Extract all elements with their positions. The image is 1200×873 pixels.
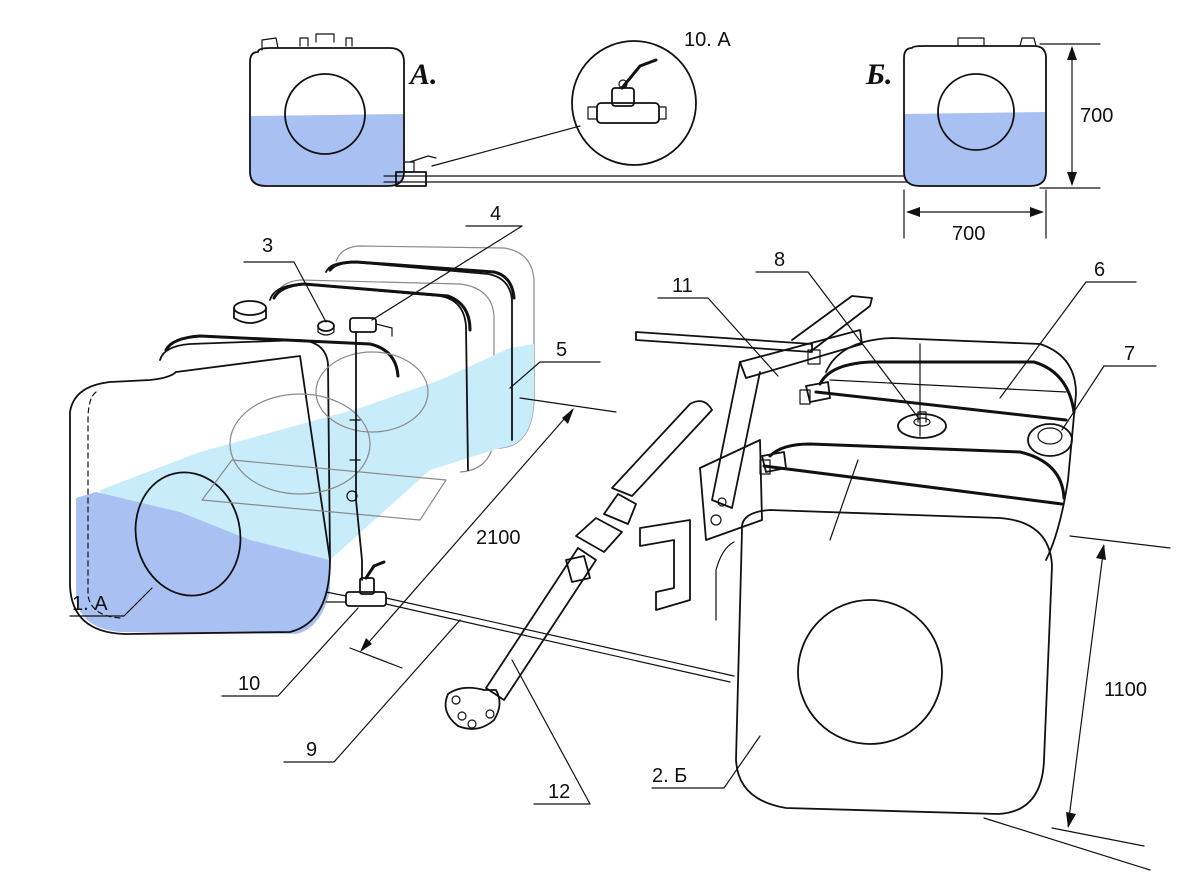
top-schematic: А. 10. А	[249, 29, 1113, 245]
valve-detail-label: 10. А	[684, 29, 731, 51]
tank-b-assembly	[715, 337, 1077, 815]
callout-5: 5	[556, 339, 567, 361]
tank-a-liquid	[76, 492, 330, 634]
callout-3: 3	[262, 235, 273, 257]
callouts: 1. А 2. Б 3 4 5 6 7 8 9 10 11 12	[69, 203, 1157, 805]
callout-12: 12	[548, 781, 570, 803]
dim-height-1100-text: 1100	[1104, 679, 1147, 701]
connecting-pipe-9	[385, 597, 735, 683]
ball-valve-icon	[587, 58, 667, 124]
frame-bracket-11	[635, 295, 873, 611]
dim-length-2100: 2100	[349, 397, 617, 669]
dim-height-1100: 1100	[983, 535, 1171, 871]
tank-a-side-view: А.	[249, 33, 438, 187]
drain-valve-10	[325, 560, 387, 607]
dim-height-700: 700	[1039, 43, 1113, 189]
callout-11: 11	[672, 275, 693, 297]
top-connecting-pipe	[383, 175, 929, 183]
dim-width-text: 700	[952, 223, 985, 245]
callout-2: 2. Б	[652, 765, 687, 787]
tank-b-side-view: Б.	[865, 37, 1047, 187]
dim-width-700: 700	[903, 189, 1047, 245]
callout-6: 6	[1094, 259, 1105, 281]
dim-height-text: 700	[1080, 105, 1113, 127]
callout-8: 8	[774, 249, 785, 271]
callout-10: 10	[238, 673, 260, 695]
tank-a-assembly	[69, 245, 535, 635]
top-pipe-valve	[395, 155, 437, 187]
tank-a-label: А.	[408, 58, 438, 91]
fitting-4-level-sensor	[349, 317, 393, 581]
tank-a-liquid	[250, 114, 404, 186]
filler-cap	[233, 300, 267, 324]
drive-shaft-12	[444, 400, 713, 730]
callout-4: 4	[490, 203, 501, 225]
fitting-8	[897, 411, 947, 439]
fitting-3	[317, 320, 335, 336]
valve-detail-magnifier: 10. А	[431, 29, 731, 167]
filler-cap-7	[1027, 423, 1073, 457]
callout-1: 1. А	[72, 593, 108, 615]
tank-b-liquid	[904, 112, 1046, 186]
dim-length-text: 2100	[476, 527, 521, 549]
callout-9: 9	[306, 739, 317, 761]
callout-7: 7	[1124, 343, 1135, 365]
tank-b-label: Б.	[865, 58, 893, 91]
